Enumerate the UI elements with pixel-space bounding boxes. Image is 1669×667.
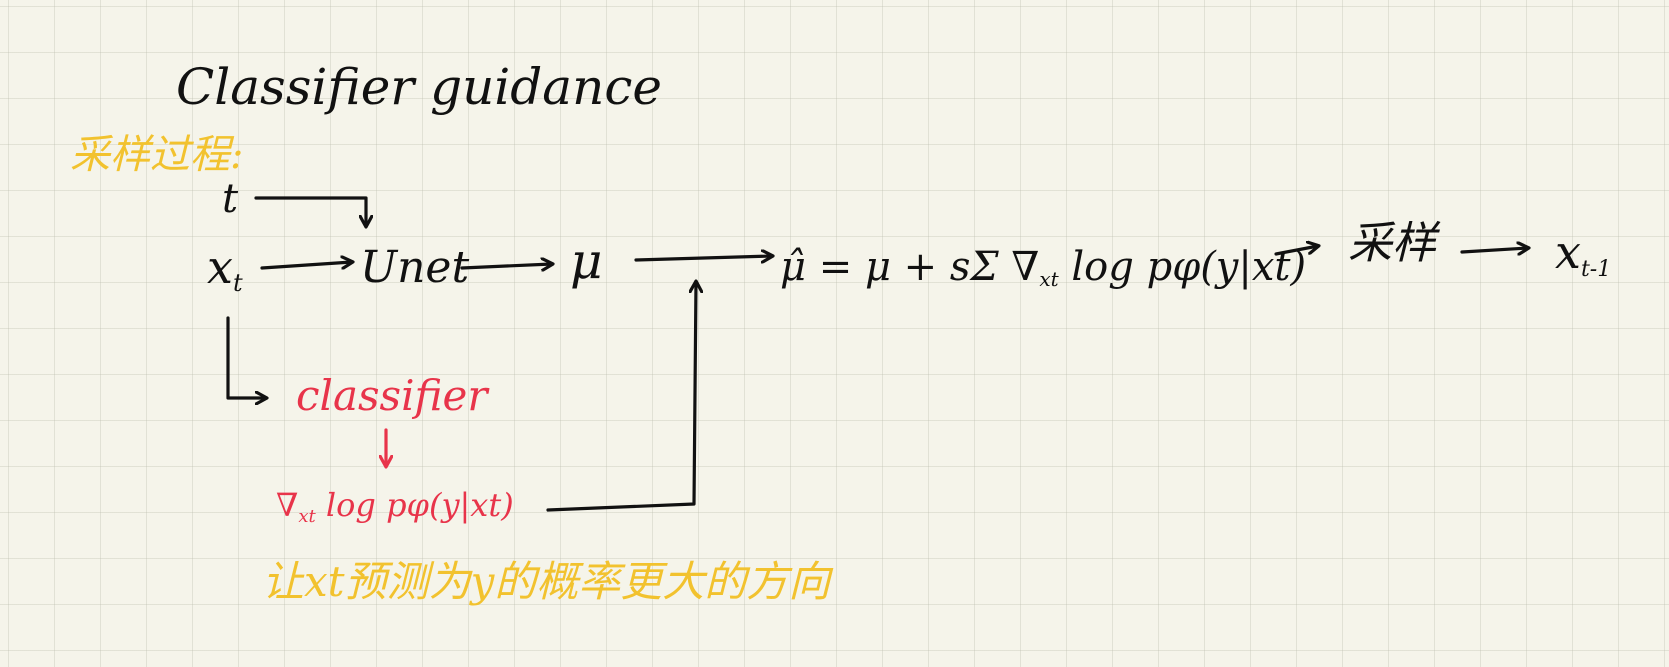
node-xt-main: x bbox=[207, 240, 233, 294]
formula-gradient: ∇xt log pφ(y|xt) bbox=[276, 486, 514, 527]
formula-update: μ̂ = μ + sΣ ∇xt log pφ(y|xt) bbox=[780, 244, 1306, 291]
arrow-mu-to-update bbox=[634, 256, 772, 260]
arrow-t-to-unet bbox=[254, 196, 366, 226]
node-output-main: x bbox=[1555, 225, 1581, 279]
arrow-update-to-sample bbox=[1274, 246, 1318, 256]
formula-update-sub: xt bbox=[1039, 267, 1059, 291]
node-mu: μ bbox=[570, 232, 603, 290]
node-xt-sub: t bbox=[233, 269, 243, 297]
node-sample: 采样 bbox=[1348, 218, 1441, 269]
arrow-gradient-to-update bbox=[546, 282, 696, 512]
node-output: xt-1 bbox=[1555, 225, 1611, 282]
formula-update-rest: log pφ(y|xt) bbox=[1059, 244, 1306, 290]
diagram-title: Classifier guidance bbox=[176, 58, 662, 116]
formula-gradient-rest: log pφ(y|xt) bbox=[316, 486, 514, 524]
annotation-direction: 让xt预测为y的概率更大的方向 bbox=[262, 557, 834, 606]
arrow-xt-to-unet bbox=[260, 262, 352, 268]
section-heading: 采样过程: bbox=[70, 132, 243, 178]
arrow-xt-to-classifier bbox=[226, 316, 266, 398]
formula-gradient-sub: xt bbox=[298, 506, 316, 527]
node-classifier: classifier bbox=[296, 371, 490, 420]
node-t: t bbox=[222, 176, 239, 222]
arrow-sample-to-output bbox=[1460, 248, 1528, 252]
node-unet: Unet bbox=[360, 242, 469, 293]
node-output-sub: t-1 bbox=[1581, 257, 1611, 282]
formula-update-main: μ̂ = μ + sΣ ∇ bbox=[780, 244, 1039, 290]
formula-gradient-main: ∇ bbox=[276, 486, 298, 524]
arrow-unet-to-mu bbox=[460, 264, 552, 268]
node-xt: xt bbox=[207, 240, 243, 297]
